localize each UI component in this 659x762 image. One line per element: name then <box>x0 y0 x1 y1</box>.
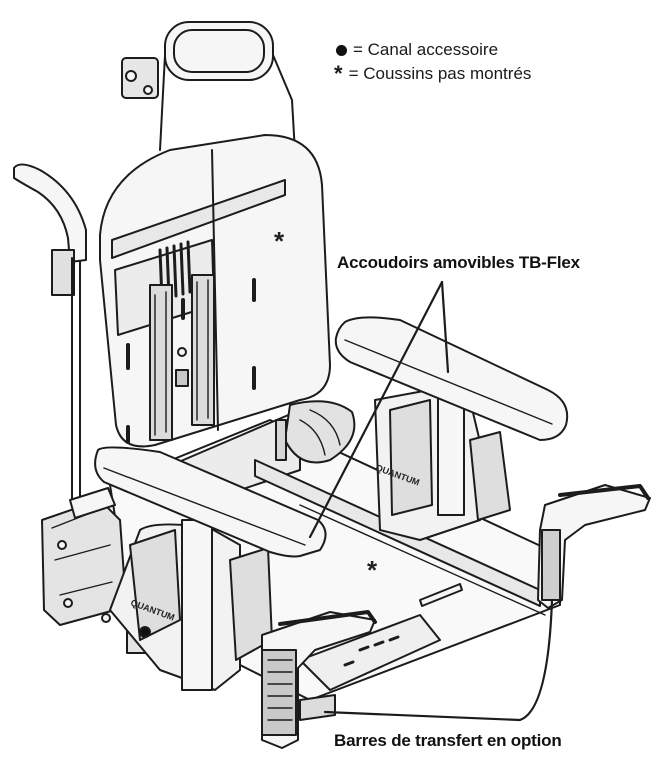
headrest <box>121 21 301 241</box>
accessory-channel-marker <box>139 626 151 638</box>
legend-cushions: * = Coussins pas montrés <box>334 61 532 86</box>
cushion-marker-backrest: * <box>274 226 285 256</box>
legend-accessory-channel: = Canal accessoire <box>336 40 498 60</box>
callout-armrests: Accoudoirs amovibles TB-Flex <box>337 253 580 272</box>
callout-leaders <box>308 280 554 722</box>
asterisk-icon: * <box>334 61 343 86</box>
left-armrest <box>94 446 327 691</box>
cushion-marker-seat: * <box>367 555 378 585</box>
right-transfer-bar <box>537 484 651 609</box>
dot-icon <box>336 44 347 56</box>
right-armrest <box>334 316 569 541</box>
push-handle <box>13 163 87 501</box>
callout-transfer-bars: Barres de transfert en option <box>334 731 562 750</box>
backrest <box>99 134 331 448</box>
legend-accessory-channel-label: = Canal accessoire <box>353 40 499 59</box>
left-transfer-bar <box>261 610 377 749</box>
left-frame <box>41 487 158 654</box>
legend-cushions-label: = Coussins pas montrés <box>348 64 532 83</box>
